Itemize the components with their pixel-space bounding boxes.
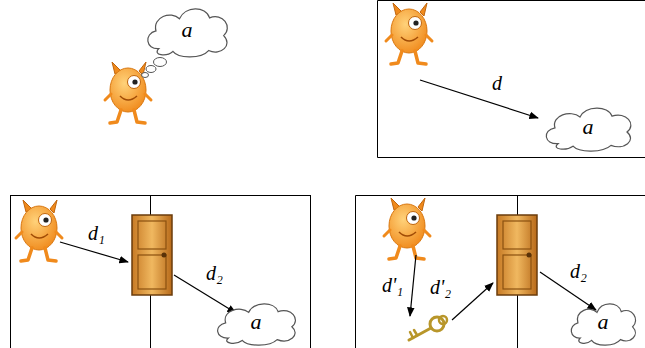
thought-cloud: a <box>538 102 638 152</box>
distance-label: d₁ <box>88 222 105 244</box>
distance-label: d'₂ <box>430 276 451 298</box>
cloud-text: a <box>598 311 609 333</box>
distance-label: d₂ <box>570 260 587 282</box>
thought-cloud: a <box>565 298 641 346</box>
thought-cloud: a <box>140 2 234 58</box>
cloud-text: a <box>251 311 262 333</box>
distance-label: d <box>492 72 502 94</box>
cloud-text: a <box>583 116 594 138</box>
thought-cloud: a <box>210 298 302 346</box>
cloud-text: a <box>182 19 193 41</box>
distance-label: d'₁ <box>382 274 403 296</box>
distance-label: d₂ <box>206 262 223 284</box>
